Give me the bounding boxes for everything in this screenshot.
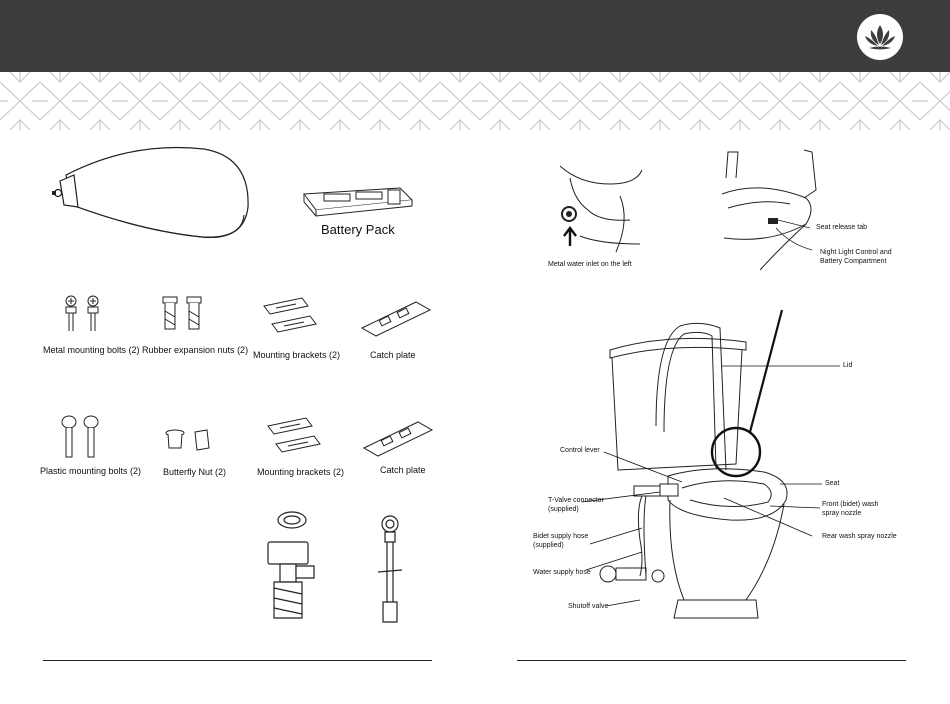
tvalve-label-2: (supplied) — [548, 506, 579, 513]
metal-bolts-illustration — [60, 293, 106, 333]
seat-release-inset — [720, 148, 830, 272]
night-light-label-1: Night Light Control and — [820, 249, 892, 256]
mounting-brackets-label-1: Mounting brackets (2) — [253, 350, 341, 360]
bidet-hose-label-2: (supplied) — [533, 542, 564, 549]
catch-plate-illustration-2 — [362, 420, 434, 458]
control-lever-label: Control lever — [560, 447, 600, 454]
night-light-label-2: Battery Compartment — [820, 258, 887, 265]
catch-plate-label-2: Catch plate — [380, 465, 426, 475]
shutoff-label: Shutoff valve — [568, 603, 609, 610]
battery-pack-illustration — [300, 184, 415, 220]
butterfly-nut-label: Butterfly Nut (2) — [163, 467, 227, 477]
seat-release-label: Seat release tab — [816, 224, 867, 231]
water-hose-label: Water supply hose — [533, 569, 591, 576]
metal-inlet-label: Metal water inlet on the left — [548, 261, 632, 268]
header-bar — [0, 0, 950, 72]
rear-wash-label: Rear wash spray nozzle — [822, 533, 897, 540]
rubber-nuts-label: Rubber expansion nuts (2) — [142, 345, 249, 355]
plastic-bolts-label: Plastic mounting bolts (2) — [40, 466, 142, 476]
mounting-brackets-illustration — [262, 296, 322, 338]
butterfly-nut-illustration — [163, 428, 215, 452]
front-wash-label-2: spray nozzle — [822, 510, 862, 517]
seat-label: Seat — [825, 480, 840, 487]
right-page-divider — [517, 660, 906, 661]
rubber-nuts-illustration — [160, 295, 210, 337]
battery-pack-label: Battery Pack — [321, 222, 395, 237]
mounting-brackets-label-2: Mounting brackets (2) — [257, 467, 345, 477]
catch-plate-illustration — [360, 300, 432, 338]
catch-plate-label-1: Catch plate — [370, 350, 416, 360]
t-valve-illustration — [262, 508, 322, 624]
bidet-seat-illustration — [52, 145, 252, 243]
lid-label: Lid — [843, 362, 853, 369]
front-wash-label-1: Front (bidet) wash — [822, 501, 879, 508]
bidet-hose-label-1: Bidet supply hose — [533, 533, 589, 540]
plastic-bolts-illustration — [58, 415, 104, 459]
mounting-brackets-illustration-2 — [266, 416, 326, 458]
left-page-divider — [43, 660, 432, 661]
metal-bolts-label: Metal mounting bolts (2) — [43, 345, 140, 355]
bidet-hose-illustration — [370, 510, 410, 626]
toilet-diagram — [560, 300, 920, 630]
geometric-pattern-band — [0, 72, 950, 130]
lotus-logo-icon — [857, 14, 903, 60]
tvalve-label-1: T-Valve connector — [548, 497, 604, 504]
water-inlet-inset — [540, 160, 650, 256]
